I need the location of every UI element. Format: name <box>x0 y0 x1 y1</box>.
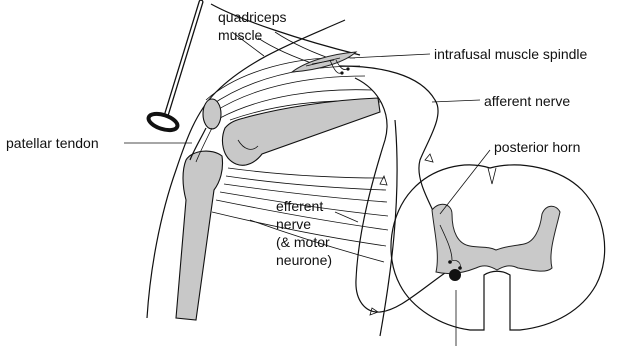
muscle-spindle <box>292 52 356 75</box>
label-efferent: efferent <box>276 198 323 214</box>
label-neurone: neurone) <box>276 252 332 268</box>
motor-neurone-body <box>449 269 461 281</box>
arrow-icon <box>380 176 387 185</box>
label-quadriceps: quadriceps <box>218 9 287 25</box>
label-patellar-tendon: patellar tendon <box>6 135 99 151</box>
tibia-bone <box>176 151 223 320</box>
patella-bone <box>203 99 221 129</box>
label-posterior-horn: posterior horn <box>494 139 580 155</box>
label-motor: (& motor <box>276 234 330 250</box>
reflex-hammer-icon <box>147 2 201 133</box>
label-afferent-nerve: afferent nerve <box>484 93 570 109</box>
arrow-icon <box>425 154 433 162</box>
label-spindle: intrafusal muscle spindle <box>434 46 588 62</box>
label-muscle: muscle <box>218 27 263 43</box>
femur-bone <box>223 98 380 165</box>
label-nerve: nerve <box>276 216 311 232</box>
